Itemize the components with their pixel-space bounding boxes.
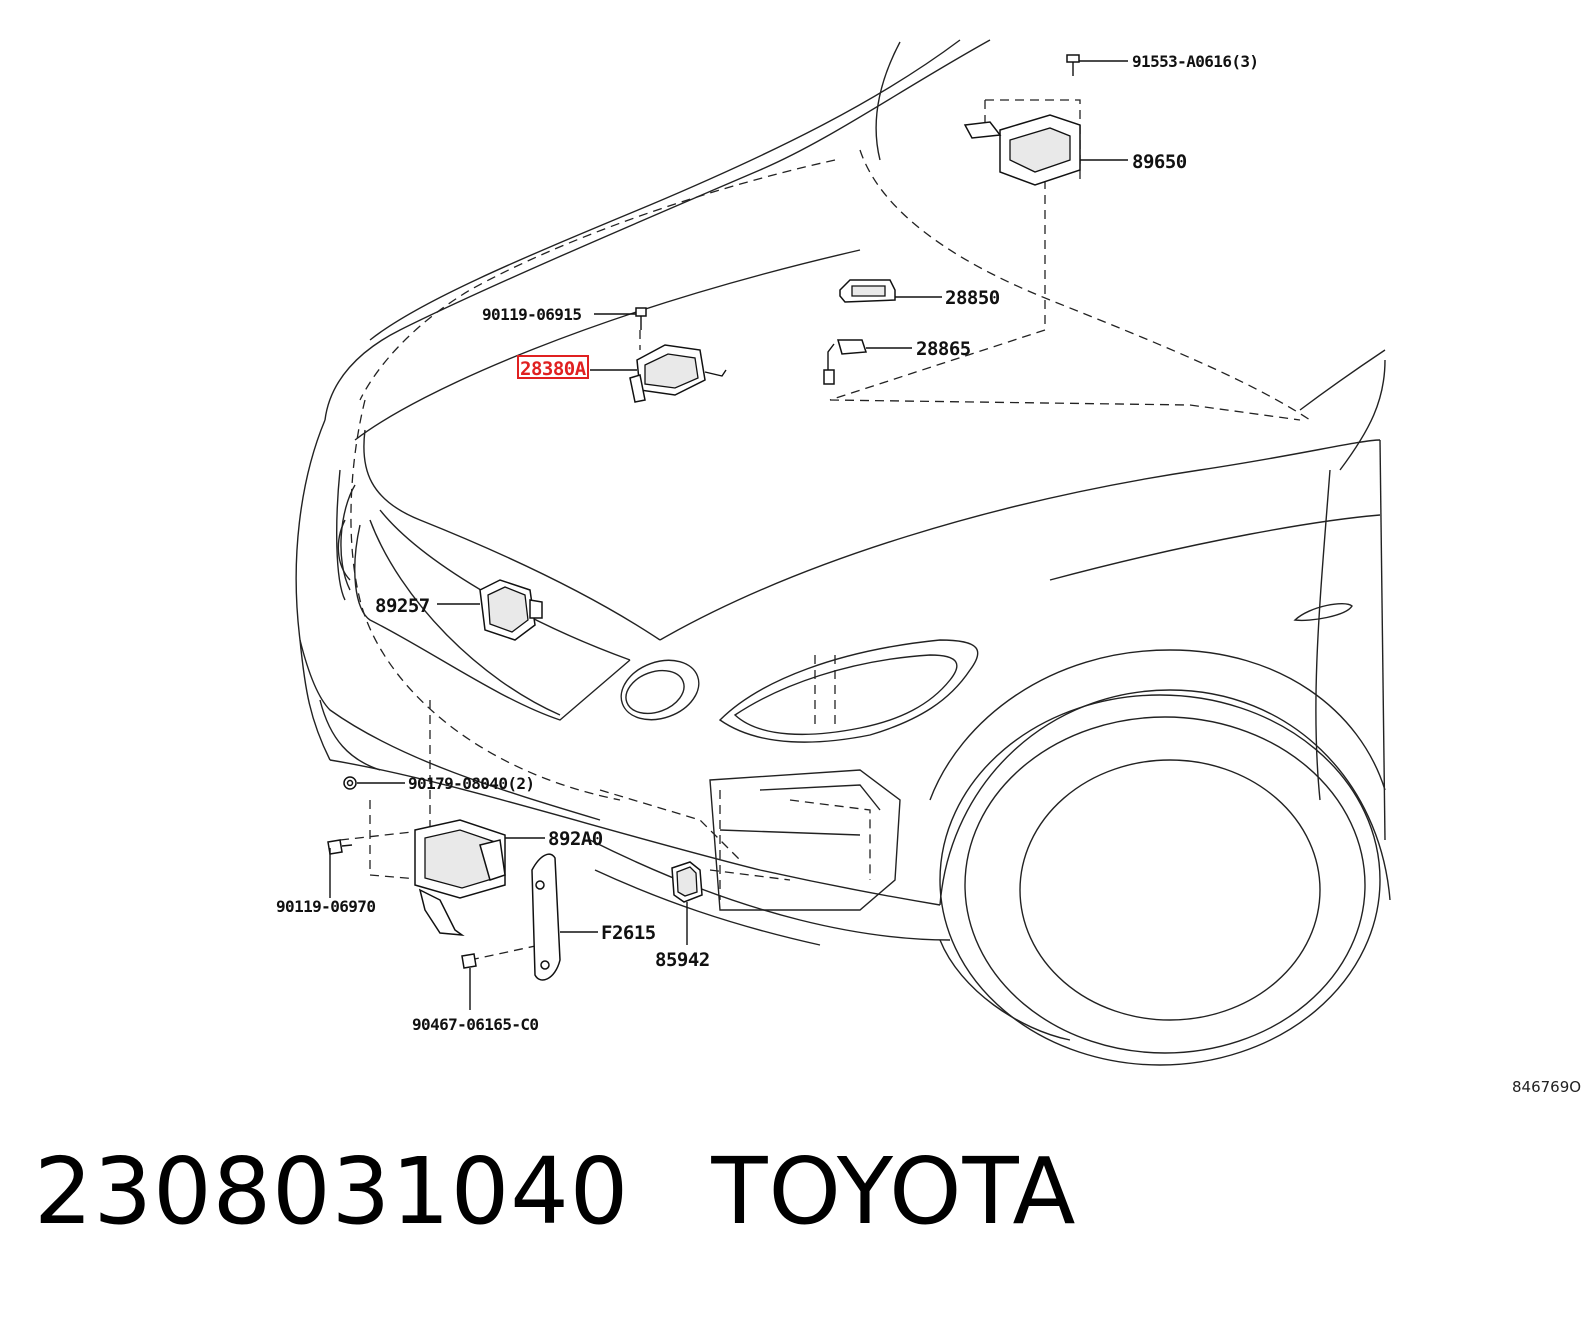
part-number: 2308031040 bbox=[34, 1138, 630, 1245]
part-label: 85942 bbox=[655, 949, 710, 971]
sensor-89257 bbox=[479, 579, 543, 641]
module-28380a bbox=[629, 344, 727, 403]
part-label: F2615 bbox=[601, 922, 656, 944]
diagram-reference-code: 846769O bbox=[1512, 1078, 1581, 1096]
part-label: 91553-A0616(3) bbox=[1132, 52, 1258, 71]
clip-90467 bbox=[461, 953, 477, 980]
brand-name: TOYOTA bbox=[711, 1138, 1077, 1245]
part-28850 bbox=[839, 279, 896, 303]
relay-85942 bbox=[671, 861, 703, 903]
part-label-highlighted: 28380A bbox=[520, 358, 587, 380]
part-label: 90119-06970 bbox=[276, 897, 375, 916]
part-28865 bbox=[823, 339, 868, 385]
headlight-housing bbox=[709, 769, 901, 911]
part-label: 90467-06165-C0 bbox=[412, 1015, 538, 1034]
leader-lines bbox=[329, 60, 1128, 1010]
module-89650 bbox=[963, 114, 1081, 186]
part-label: 89650 bbox=[1132, 151, 1187, 173]
car-body-outline bbox=[295, 39, 1391, 1066]
part-label: 89257 bbox=[375, 595, 430, 617]
nut-90179 bbox=[343, 776, 357, 790]
bolt-90119-06970 bbox=[327, 839, 353, 855]
part-label: 892A0 bbox=[548, 828, 603, 850]
part-label: 90119-06915 bbox=[482, 305, 581, 324]
highlight-box bbox=[517, 355, 589, 379]
ecu-892a0 bbox=[414, 819, 506, 936]
bracket-f2615 bbox=[531, 853, 561, 981]
part-label: 90179-08040(2) bbox=[408, 774, 534, 793]
part-label: 28850 bbox=[945, 287, 1000, 309]
bolt-91553 bbox=[1066, 54, 1080, 76]
bolt-90119-06915 bbox=[635, 307, 647, 330]
part-label: 28865 bbox=[916, 338, 971, 360]
